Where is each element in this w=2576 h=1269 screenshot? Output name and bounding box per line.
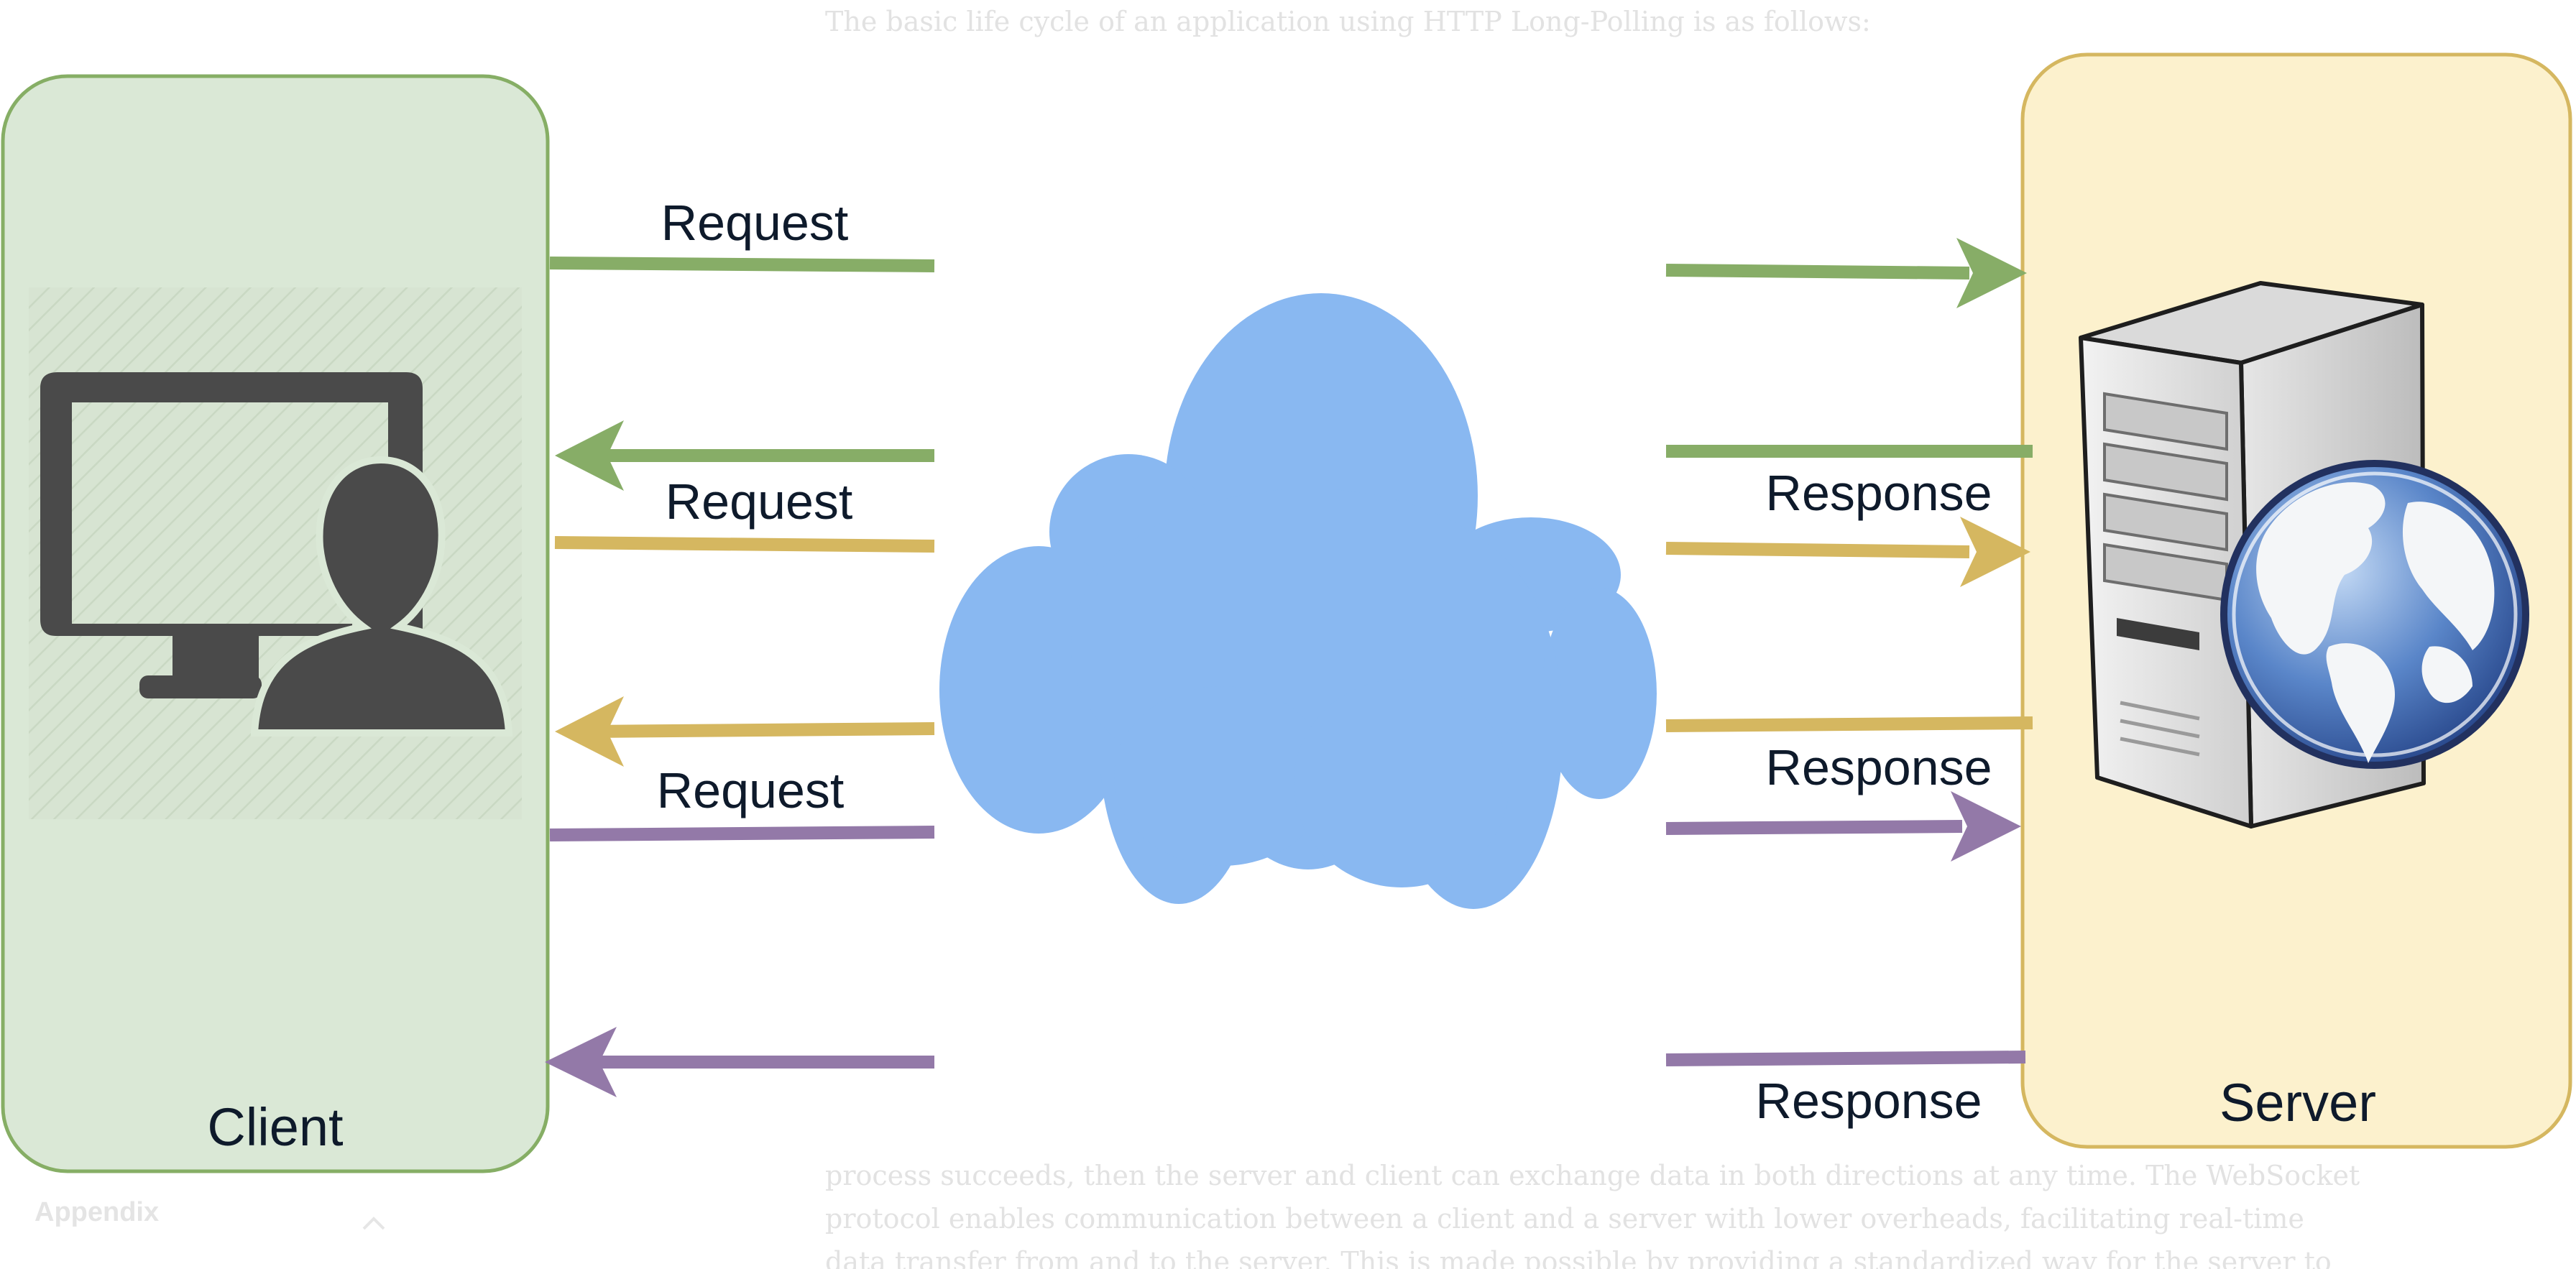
request-line-3-server xyxy=(1665,820,1963,835)
arrowhead-left-purple xyxy=(545,1027,617,1097)
request-line-1-server xyxy=(1665,264,1970,280)
request-line-2-server xyxy=(1665,542,1970,558)
client-side-arrows xyxy=(549,257,935,1069)
request-label-3: Request xyxy=(657,762,845,818)
arrowhead-right-purple xyxy=(1951,791,2021,862)
background-paragraph-line: protocol enables communication between a… xyxy=(825,1203,2304,1235)
client-label: Client xyxy=(207,1097,344,1157)
server-side-arrows xyxy=(1665,264,2033,1066)
request-line-2 xyxy=(554,536,935,553)
user-at-computer-icon xyxy=(40,372,513,737)
request-line-3 xyxy=(549,826,935,841)
server-label: Server xyxy=(2220,1073,2376,1132)
response-label-3: Response xyxy=(1755,1073,1982,1129)
web-server-globe-icon xyxy=(2079,281,2529,829)
chevron-up-icon[interactable] xyxy=(359,1212,388,1233)
arrowhead-left-gold xyxy=(555,696,624,767)
cloud-icon xyxy=(939,293,1657,909)
request-label-1: Request xyxy=(661,195,849,251)
background-intro-text: The basic life cycle of an application u… xyxy=(825,6,1871,37)
response-line-3-server xyxy=(1665,1051,2026,1066)
response-label-1: Response xyxy=(1765,465,1992,521)
background-paragraph-line: data transfer from and to the server. Th… xyxy=(825,1246,2332,1269)
arrowhead-right-gold xyxy=(1960,517,2030,587)
request-label-2: Request xyxy=(666,474,853,530)
arrowhead-right-green xyxy=(1956,238,2027,308)
response-line-2 xyxy=(589,722,935,738)
arrowhead-left-green xyxy=(555,420,624,491)
response-label-2: Response xyxy=(1765,739,1992,795)
request-line-1 xyxy=(549,257,935,272)
background-sidebar-label: Appendix xyxy=(34,1197,160,1227)
background-paragraph-line: process succeeds, then the server and cl… xyxy=(825,1160,2360,1191)
client-side-arrowheads xyxy=(545,420,624,1097)
server-side-arrowheads xyxy=(1951,238,2030,862)
response-line-2-server xyxy=(1665,716,2033,732)
